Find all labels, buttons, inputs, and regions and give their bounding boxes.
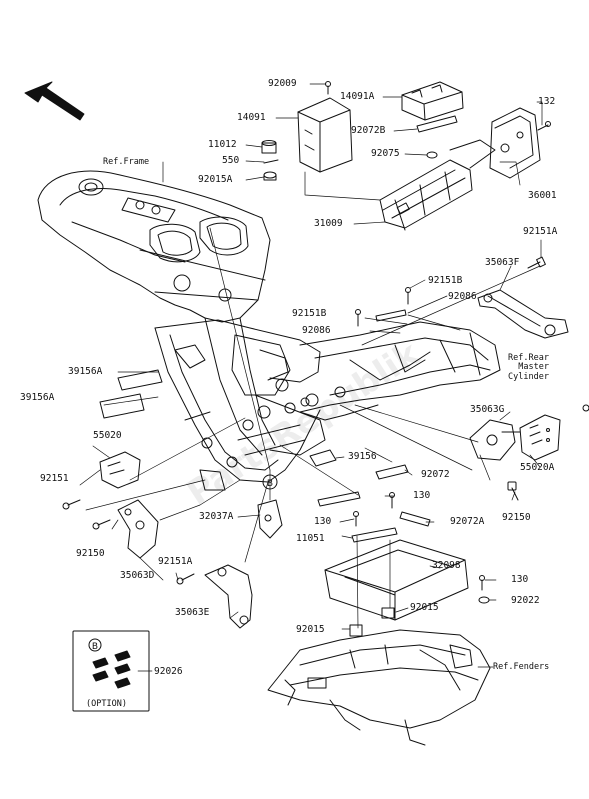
bolt-92009 bbox=[325, 81, 331, 95]
part-label: 92151 bbox=[40, 473, 69, 484]
part-label: 92072 bbox=[421, 469, 450, 480]
part-label: 35063G bbox=[470, 404, 505, 415]
part-label: 92151B bbox=[428, 275, 463, 286]
part-label: 550 bbox=[222, 155, 240, 166]
grommet-92075 bbox=[426, 151, 438, 159]
bolt-130-a bbox=[389, 492, 395, 509]
leader-lines bbox=[79, 83, 543, 672]
ref-fenders-label: Ref.Fenders bbox=[493, 662, 550, 672]
part-label: 35063D bbox=[120, 570, 155, 581]
fastener-132 bbox=[537, 121, 551, 131]
part-label: 92151A bbox=[158, 556, 193, 567]
part-label: 130 bbox=[413, 490, 431, 501]
part-14091A bbox=[401, 81, 464, 121]
plate-39156 bbox=[309, 449, 337, 467]
bolt-92151A-top bbox=[527, 256, 546, 269]
main-frame-drawing bbox=[37, 170, 501, 491]
nut-92015A bbox=[263, 171, 277, 181]
part-label: 36001 bbox=[528, 190, 557, 201]
direction-arrow-icon bbox=[24, 81, 85, 121]
pin-550 bbox=[263, 159, 279, 164]
part-label: 92086 bbox=[448, 291, 477, 302]
part-label: 92151B bbox=[292, 308, 327, 319]
bolt-right-small bbox=[582, 404, 589, 412]
option-b-label: B bbox=[92, 642, 98, 652]
option-label: (OPTION) bbox=[86, 699, 127, 709]
panel-39156A-a bbox=[117, 369, 163, 391]
rear-fender-drawing bbox=[267, 629, 491, 746]
part-label: 55020 bbox=[93, 430, 122, 441]
bracket-35063D bbox=[117, 499, 159, 559]
part-label: 55020A bbox=[520, 462, 555, 473]
bolt-92151B-b bbox=[355, 309, 361, 327]
strap-92072 bbox=[375, 464, 409, 480]
collar-92022 bbox=[478, 596, 490, 604]
strap-92072B bbox=[416, 115, 458, 133]
part-label: 32098 bbox=[432, 560, 461, 571]
part-label: 92015A bbox=[198, 174, 233, 185]
cap-11012 bbox=[261, 140, 277, 154]
part-label: 35063E bbox=[175, 607, 210, 618]
bracket-36001 bbox=[489, 107, 541, 179]
footpeg-55020A bbox=[519, 414, 561, 461]
part-label: 92022 bbox=[511, 595, 540, 606]
part-label: 92075 bbox=[371, 148, 400, 159]
part-label: 11012 bbox=[208, 139, 237, 150]
part-label: 32037A bbox=[199, 511, 234, 522]
option-box bbox=[72, 630, 150, 712]
part-label: 39156A bbox=[68, 366, 103, 377]
part-label: 92086 bbox=[302, 325, 331, 336]
part-label: 92150 bbox=[502, 512, 531, 523]
part-label: 130 bbox=[511, 574, 529, 585]
bracket-35063E bbox=[204, 564, 253, 629]
bracket-35063G bbox=[469, 419, 521, 461]
part-label: 132 bbox=[538, 96, 556, 107]
part-label: 14091A bbox=[340, 91, 375, 102]
tool-tray-14091 bbox=[297, 97, 353, 173]
strap-11051 bbox=[351, 527, 398, 543]
part-label: 14091 bbox=[237, 112, 266, 123]
bolt-92151A-b bbox=[176, 573, 195, 585]
bracket-32037A bbox=[257, 499, 283, 539]
part-label: 11051 bbox=[296, 533, 325, 544]
strap-upper bbox=[317, 491, 361, 507]
bolt-130-b bbox=[353, 511, 359, 527]
part-label: 92150 bbox=[76, 548, 105, 559]
marker-b-label: B bbox=[267, 479, 273, 489]
part-label: 39156 bbox=[348, 451, 377, 462]
bolt-130-c bbox=[479, 575, 485, 591]
part-label: 92151A bbox=[523, 226, 558, 237]
bolt-92150-right bbox=[507, 481, 519, 501]
part-label: 92026 bbox=[154, 666, 183, 677]
part-label: 39156A bbox=[20, 392, 55, 403]
part-label: 92015 bbox=[296, 624, 325, 635]
strap-92072A bbox=[399, 511, 431, 527]
part-label: 92009 bbox=[268, 78, 297, 89]
part-label: 92015 bbox=[410, 602, 439, 613]
part-label: 92072A bbox=[450, 516, 485, 527]
bolt-92151-left bbox=[62, 499, 81, 510]
ref-rear-master-cylinder-label: Ref.Rear Master Cylinder bbox=[508, 353, 549, 382]
seat-latch-bracket-31009 bbox=[379, 139, 496, 231]
panel-39156A-b bbox=[99, 393, 145, 419]
battery-case-32098 bbox=[324, 539, 469, 621]
bolt-92151B-a bbox=[405, 287, 411, 305]
part-label: 35063F bbox=[485, 257, 520, 268]
bolt-92150-left bbox=[92, 519, 111, 530]
part-label: 130 bbox=[314, 516, 332, 527]
footpeg-55020 bbox=[99, 451, 141, 489]
strap-92086-a bbox=[375, 309, 407, 322]
ref-frame-label: Ref.Frame bbox=[103, 157, 150, 167]
part-label: 31009 bbox=[314, 218, 343, 229]
bracket-35063F bbox=[477, 289, 569, 339]
part-label: 92072B bbox=[351, 125, 386, 136]
collar-92015-a bbox=[349, 624, 363, 637]
